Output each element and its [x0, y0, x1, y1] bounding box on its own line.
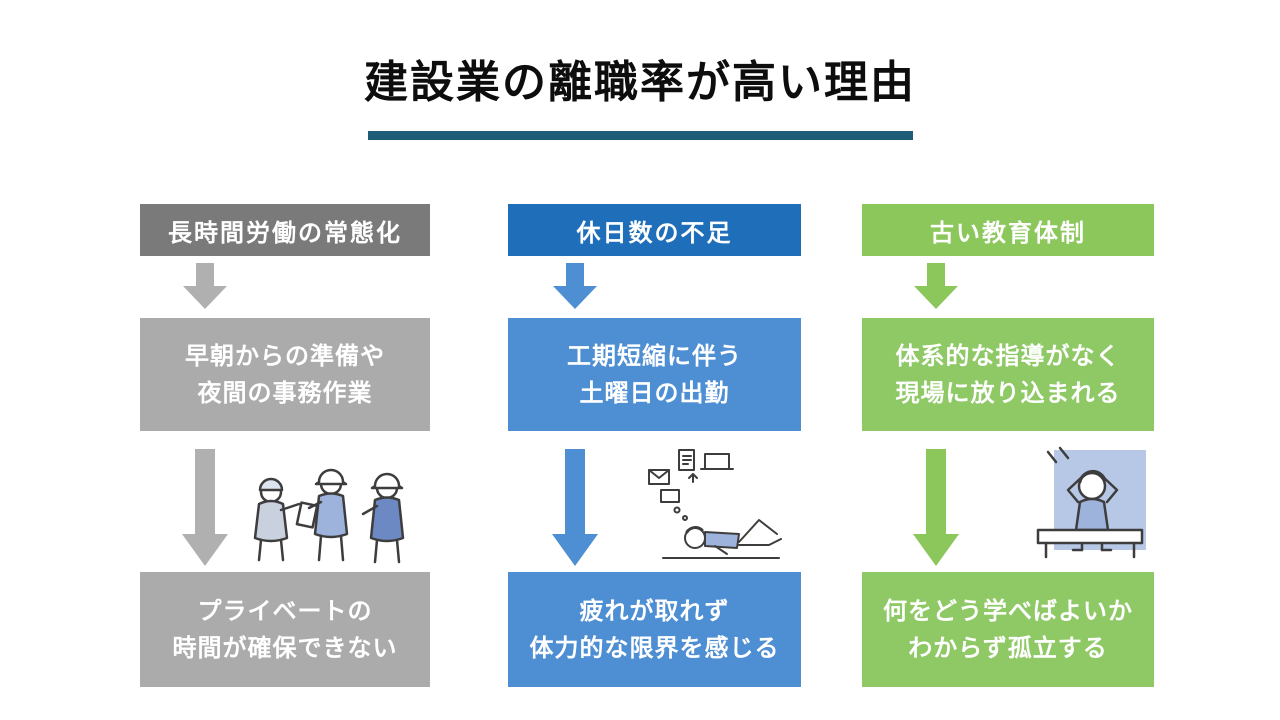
effect-box-isolation: 何をどう学べばよいか わからず孤立する — [862, 572, 1154, 687]
cause-text-line: 体系的な指導がなく — [895, 342, 1121, 370]
cause-text-line: 早朝からの準備や — [185, 342, 385, 370]
cause-text-line: 現場に放り込まれる — [895, 379, 1121, 407]
column-header-long-working-hours: 長時間労働の常態化 — [140, 204, 430, 256]
down-arrow-icon — [182, 449, 228, 566]
effect-text-line: 体力的な限界を感じる — [529, 634, 780, 662]
effect-text-line: 疲れが取れず — [579, 597, 730, 625]
cause-box-long-working-hours: 早朝からの準備や 夜間の事務作業 — [140, 318, 430, 431]
down-arrow-icon — [914, 263, 958, 309]
cause-text-line: 工期短縮に伴う — [567, 342, 742, 370]
cause-text-line: 夜間の事務作業 — [197, 379, 373, 407]
down-arrow-icon — [552, 449, 598, 566]
effect-box-physical-limit: 疲れが取れず 体力的な限界を感じる — [508, 572, 801, 687]
down-arrow-icon — [913, 449, 959, 566]
construction-workers-talking-illustration — [253, 468, 405, 564]
effect-text-line: わからず孤立する — [908, 634, 1108, 662]
effect-text-line: プライベートの — [197, 597, 373, 625]
exhausted-person-lying-down-illustration — [648, 449, 782, 559]
effect-text-line: 時間が確保できない — [172, 634, 398, 662]
cause-box-no-systematic-guidance: 体系的な指導がなく 現場に放り込まれる — [862, 318, 1154, 431]
effect-box-no-private-time: プライベートの 時間が確保できない — [140, 572, 430, 687]
effect-text-line: 何をどう学べばよいか — [883, 597, 1133, 625]
stressed-person-holding-head-illustration — [1036, 446, 1146, 559]
column-header-old-training-system: 古い教育体制 — [862, 204, 1154, 256]
column-header-lack-of-holidays: 休日数の不足 — [508, 204, 801, 256]
down-arrow-icon — [553, 263, 597, 309]
cause-box-saturday-work: 工期短縮に伴う 土曜日の出勤 — [508, 318, 801, 431]
cause-text-line: 土曜日の出勤 — [579, 379, 730, 407]
title-underline — [368, 131, 913, 140]
down-arrow-icon — [183, 263, 227, 309]
page-title: 建設業の離職率が高い理由 — [364, 58, 916, 107]
